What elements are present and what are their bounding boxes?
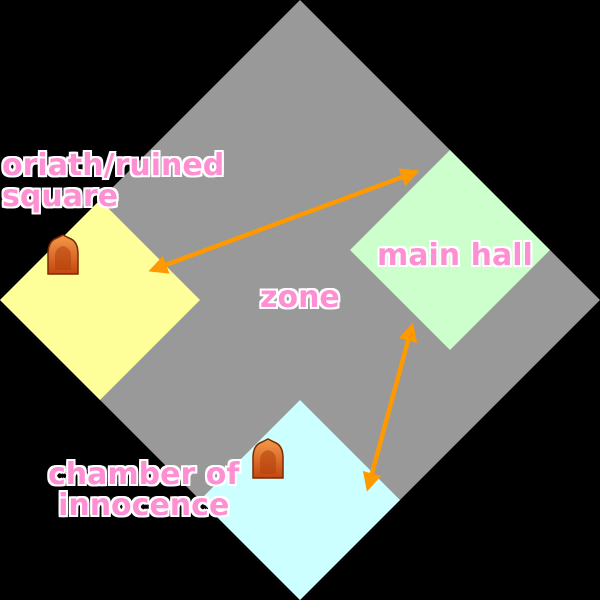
waypoint-icon	[252, 438, 284, 479]
oriath-label-line2: square	[2, 179, 119, 214]
zone-label-text: zone	[260, 280, 340, 315]
chamber-label-line2: innocence	[58, 488, 230, 523]
chamber-area[interactable]	[200, 400, 400, 600]
main-hall-label-text: main hall	[377, 238, 533, 273]
chamber-label: chamber of innocence	[48, 459, 239, 521]
zone-label: zone	[260, 282, 340, 313]
oriath-label-line1: oriath/ruined	[2, 148, 225, 183]
oriath-label: oriath/ruined square	[2, 150, 224, 212]
arrow-oriath-main-hall	[148, 168, 420, 274]
main-hall-label: main hall	[377, 240, 533, 271]
waypoint-icon	[47, 234, 79, 275]
chamber-label-line1: chamber of	[48, 457, 240, 492]
arrow-main-hall-chamber	[362, 322, 418, 492]
